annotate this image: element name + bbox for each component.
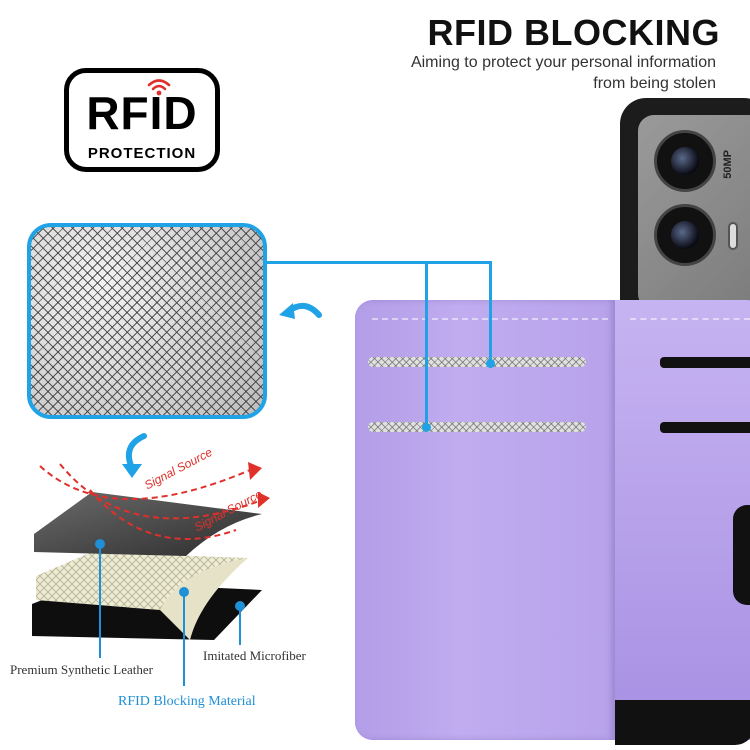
card-slot-2	[368, 422, 586, 432]
phone-case-bottom	[615, 700, 750, 745]
card-slot-1	[368, 357, 586, 367]
connector-line	[425, 261, 428, 429]
rfid-mesh-swatch	[27, 223, 267, 419]
leather-label: Premium Synthetic Leather	[10, 662, 153, 677]
badge-main-text: RFID	[86, 87, 198, 139]
lens-glass	[671, 221, 699, 249]
magnetic-clasp	[733, 505, 750, 605]
wallet-stitching	[630, 318, 750, 320]
badge-sub-text: PROTECTION	[87, 145, 197, 162]
camera-label: 50MP	[722, 150, 734, 179]
connector-line	[489, 261, 492, 364]
connector-dot	[486, 359, 495, 368]
lens-glass	[671, 147, 699, 175]
subtitle-line-1: Aiming to protect your personal informat…	[410, 54, 716, 71]
connector-line	[267, 261, 491, 264]
leather-layer	[34, 492, 262, 556]
wallet-front-flap	[355, 300, 615, 740]
page-subtitle: Aiming to protect your personal informat…	[330, 52, 716, 94]
connector-dot	[422, 423, 431, 432]
microfiber-label: Imitated Microfiber	[203, 648, 306, 663]
camera-lens-icon	[654, 204, 716, 266]
flash-icon	[728, 222, 738, 250]
curved-arrow-down-icon	[122, 433, 147, 478]
card-slot-dark-1	[660, 357, 750, 368]
curved-arrow-icon	[279, 302, 322, 319]
material-layers-diagram	[32, 462, 270, 686]
wifi-signal-icon	[147, 79, 171, 96]
subtitle-line-2: from being stolen	[593, 75, 716, 92]
card-slot-dark-2	[660, 422, 750, 433]
page-title: RFID BLOCKING	[427, 12, 720, 53]
rfid-material-label: RFID Blocking Material	[118, 694, 256, 709]
camera-lens-icon	[654, 130, 716, 192]
rfid-protection-badge: RFID PROTECTION	[64, 68, 220, 172]
